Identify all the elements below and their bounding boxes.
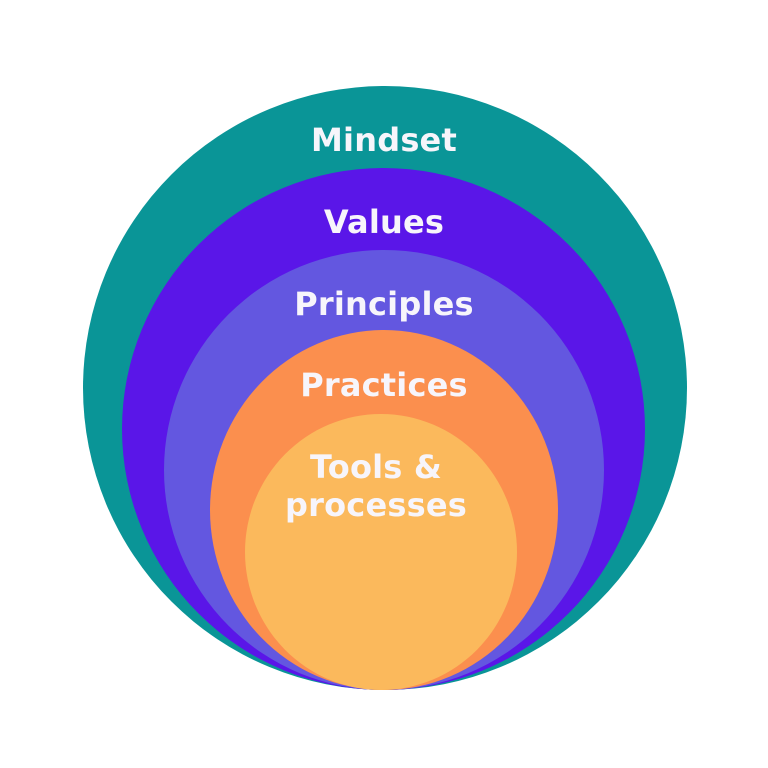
label-mindset: Mindset <box>311 121 457 159</box>
label-principles: Principles <box>294 285 474 323</box>
label-tools-line2: processes <box>285 486 467 524</box>
label-values: Values <box>323 203 445 241</box>
circle-tools-processes <box>245 414 517 690</box>
label-tools-line1: Tools & <box>309 448 442 486</box>
label-practices: Practices <box>300 366 468 404</box>
